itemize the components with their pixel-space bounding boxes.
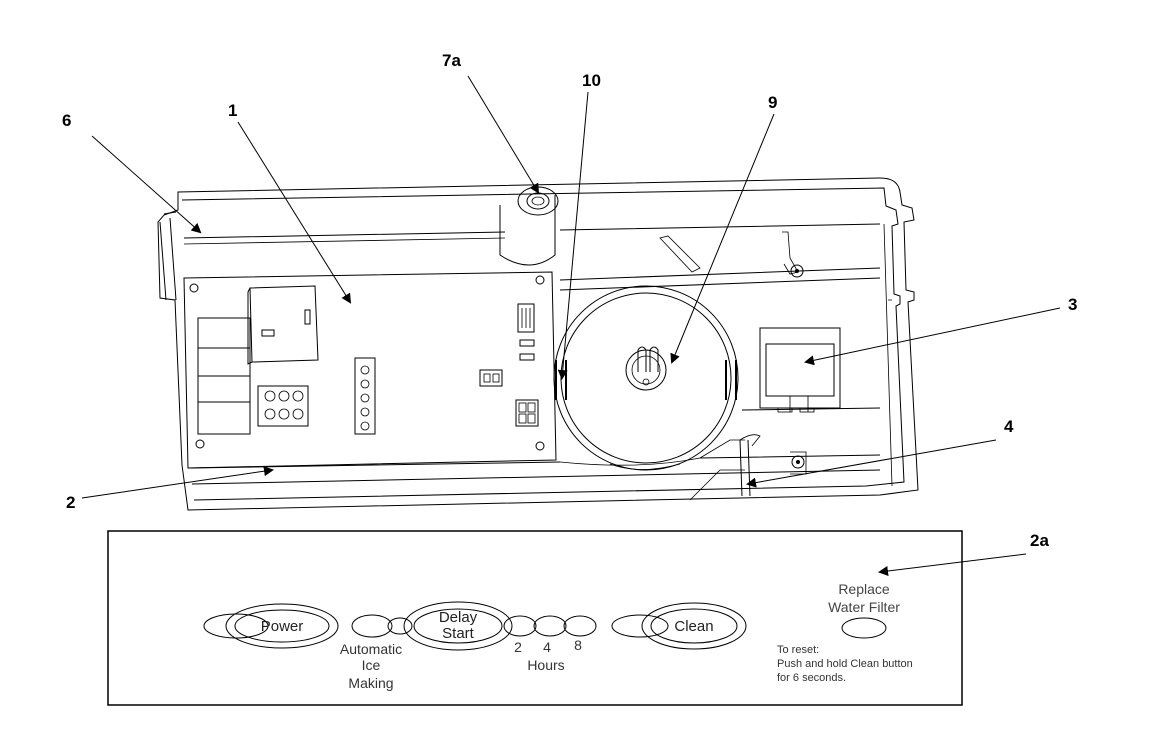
callout-2: 2 — [66, 493, 75, 512]
replace-filter-label-1: Replace — [838, 581, 890, 597]
delay-start-label-2: Start — [442, 625, 475, 642]
hours-2-indicator — [503, 615, 537, 637]
leader-6 — [91, 135, 202, 234]
callout-6: 6 — [62, 111, 71, 130]
reset-instruction-2: Push and hold Clean button — [777, 658, 913, 670]
automatic-ice-label-1: Automatic — [340, 641, 402, 657]
automatic-ice-button[interactable] — [351, 614, 413, 638]
leader-2 — [81, 466, 274, 499]
delay-start-label-1: Delay — [439, 609, 478, 626]
circuit-board — [183, 271, 557, 469]
leader-3 — [804, 307, 1061, 366]
clean-button[interactable]: Clean — [611, 602, 747, 650]
hours-label: Hours — [527, 657, 564, 673]
hours-indicators — [503, 615, 597, 637]
hours-8-indicator — [563, 615, 597, 637]
callout-10: 10 — [582, 71, 601, 90]
callout-9: 9 — [768, 93, 777, 112]
callout-3: 3 — [1068, 295, 1077, 314]
leader-9 — [670, 113, 775, 364]
automatic-ice-label-3: Making — [348, 675, 393, 691]
leader-1 — [237, 121, 352, 304]
replace-filter-label-2: Water Filter — [828, 599, 900, 615]
power-button-label: Power — [261, 618, 304, 635]
automatic-ice-label-2: Ice — [362, 657, 381, 673]
reset-instruction-3: for 6 seconds. — [777, 672, 846, 684]
callout-2a: 2a — [1030, 531, 1049, 550]
power-button[interactable]: Power — [203, 603, 339, 649]
water-reservoir — [553, 285, 739, 471]
indicator-window — [759, 327, 841, 413]
leader-10 — [557, 91, 589, 380]
leader-4 — [746, 439, 997, 488]
control-panel-frame — [107, 530, 963, 706]
callout-1: 1 — [228, 101, 237, 120]
replace-filter-indicator — [841, 617, 887, 639]
leader-7a — [467, 75, 540, 194]
callout-leaders — [81, 75, 1061, 576]
hours-8-label: 8 — [574, 637, 582, 653]
leader-2a — [878, 553, 1027, 576]
hours-4-indicator — [533, 615, 567, 637]
hours-2-label: 2 — [514, 639, 522, 655]
callout-4: 4 — [1004, 417, 1014, 436]
delay-start-button[interactable]: Delay Start — [403, 601, 513, 651]
clean-button-label: Clean — [674, 618, 713, 635]
callout-7a: 7a — [442, 51, 461, 70]
hours-4-label: 4 — [543, 639, 551, 655]
reset-instruction-1: To reset: — [777, 644, 819, 656]
control-panel: Power Automatic Ice Making Delay Start 2… — [107, 530, 963, 706]
